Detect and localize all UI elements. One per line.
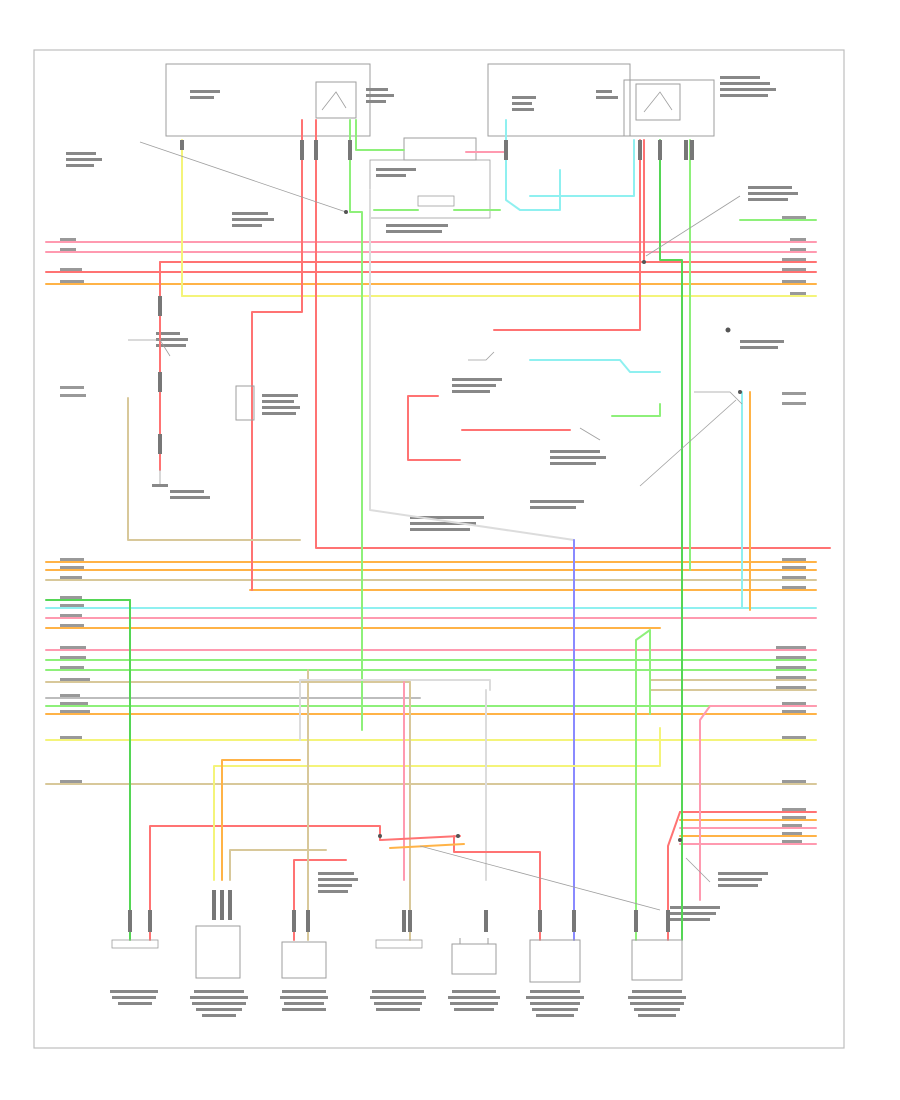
- lower-bus-wires: [45, 561, 817, 845]
- diagram-frame: [33, 49, 845, 1049]
- clutch-switch-contact: [417, 195, 455, 207]
- component-o2-sensor: [631, 939, 683, 981]
- upper-bus-wires: [45, 219, 817, 297]
- diode-module-box: [403, 137, 477, 161]
- component-evap-valve: [195, 925, 241, 979]
- top-label-marks: [66, 76, 798, 921]
- relay-contact-left: [321, 91, 347, 111]
- central-junction-box: [165, 63, 371, 137]
- connector-markers: [128, 140, 694, 932]
- component-map-sensor: [375, 939, 423, 949]
- callout-lines: [139, 141, 741, 911]
- component-speed-sensor: [111, 939, 159, 949]
- switch-wiring: [373, 151, 743, 441]
- component-iac-valve: [451, 938, 497, 975]
- vertical-wires: [127, 119, 831, 941]
- relay-contact-right: [643, 91, 673, 113]
- temp-sensor-body: [235, 385, 255, 421]
- fuse-relay-box: [487, 63, 631, 137]
- relay-switch-box-left: [315, 81, 357, 119]
- wire-code-marks: [60, 216, 806, 843]
- left-sensors: [128, 339, 255, 487]
- top-components: [165, 63, 715, 219]
- component-throttle-sensor: [281, 941, 327, 979]
- splice-points: [344, 210, 742, 842]
- bottom-components: [110, 925, 686, 1017]
- relay-switch-box-right: [635, 83, 681, 121]
- component-ect-sensor: [529, 939, 581, 983]
- pcm-power-relay-box: [623, 79, 715, 137]
